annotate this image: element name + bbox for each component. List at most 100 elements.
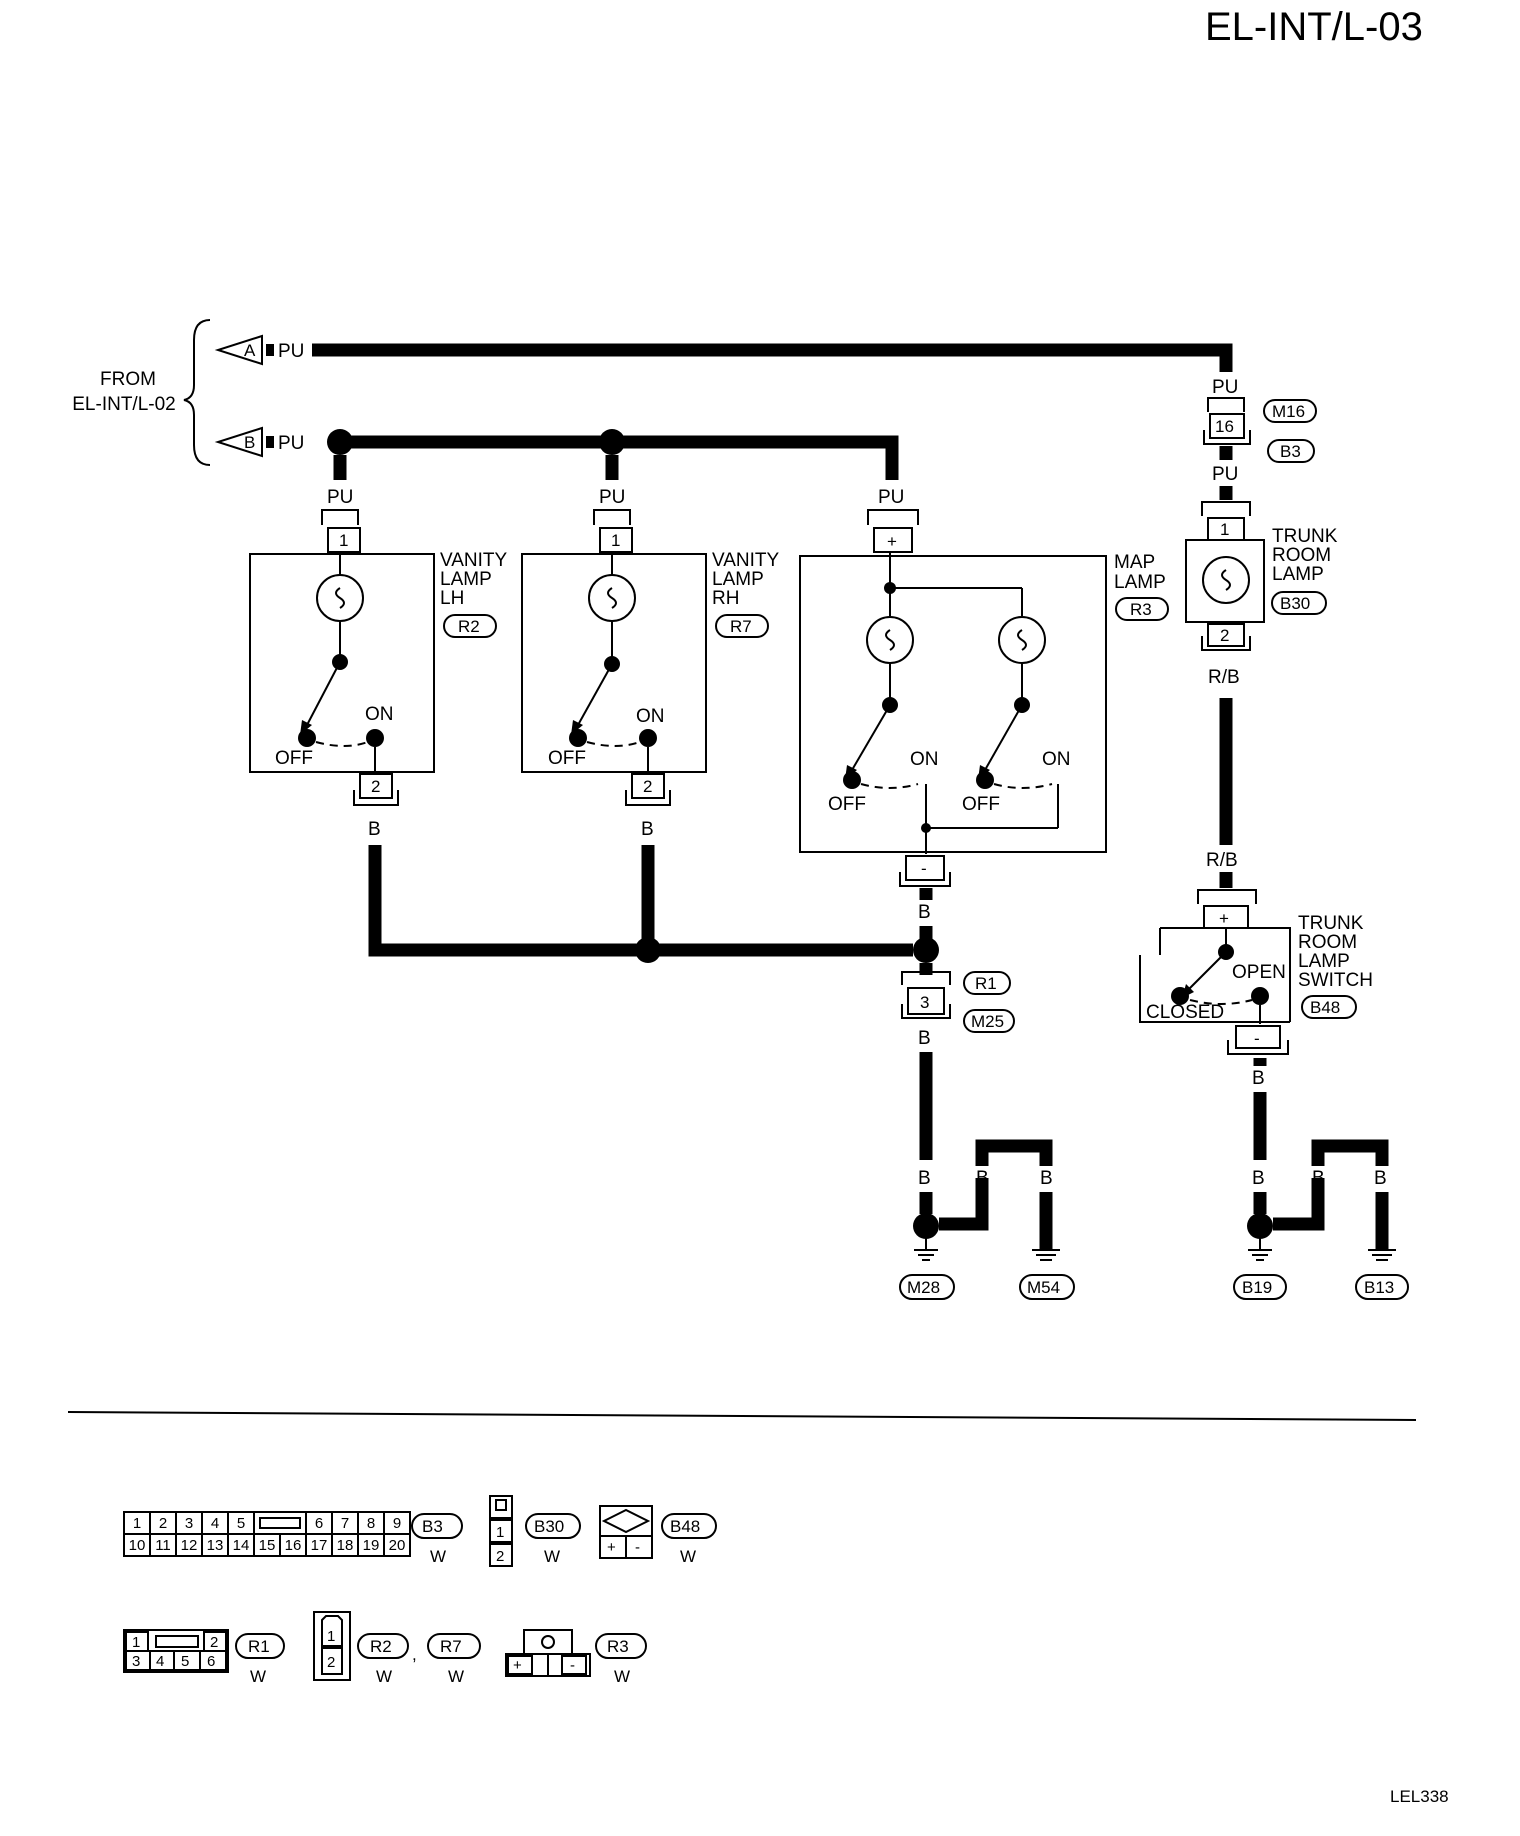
splice-m28 (913, 1213, 939, 1239)
splice-b1 (327, 429, 353, 455)
cv-b3-pin: 14 (233, 1537, 250, 1554)
splice-g1 (635, 937, 661, 963)
cv-r2-pin2: 2 (327, 1654, 335, 1671)
cv-b3-color: W (430, 1547, 446, 1566)
lh-on-label: ON (365, 704, 394, 725)
cv-r3-pin-minus: - (570, 1657, 575, 1674)
ground-m54-icon (1032, 1249, 1060, 1261)
rh-name-2: LAMP (712, 569, 764, 590)
trunk-bulb-icon (1202, 556, 1250, 604)
trunk-lamp-pin1-label: 1 (1220, 520, 1229, 539)
lh-pin2-label: 2 (371, 777, 380, 796)
cv-b3-pin: 10 (129, 1537, 146, 1554)
trunk-switch-box (1139, 927, 1291, 1023)
lh-name-2: LAMP (440, 569, 492, 590)
arrow-b-label: B (244, 433, 255, 452)
cv-b48-code: B48 (670, 1517, 700, 1536)
rh-name-3: RH (712, 588, 739, 609)
cv-b3-pin: 8 (367, 1515, 375, 1532)
cv-b3-pin: 11 (155, 1537, 171, 1554)
rh-code: R7 (730, 617, 752, 636)
cv-b3-pin: 16 (285, 1537, 302, 1554)
trunk-lamp-box (1185, 539, 1265, 623)
trunk-switch-code: B48 (1310, 998, 1340, 1017)
arrow-b-icon (214, 426, 263, 458)
map-pin-plus-label: + (887, 532, 897, 551)
conn-m25-code: M25 (971, 1012, 1004, 1031)
map-name-2: LAMP (1114, 572, 1166, 593)
ground-b13-code: B13 (1364, 1278, 1394, 1297)
lh-pin2 (359, 773, 393, 799)
map-on1-label: ON (910, 749, 939, 770)
page-code: EL-INT/L-03 (1205, 5, 1423, 49)
vanity-lamp-rh: 1 ON OFF 2 B VANITY LAMP RH R7 (521, 509, 780, 840)
cv-b48-color: W (680, 1547, 696, 1566)
map-out-color: B (918, 902, 931, 923)
rh-pin1 (599, 527, 633, 553)
trunk-switch-out-color: B (1252, 1068, 1265, 1089)
cv-r7-code: R7 (440, 1637, 462, 1656)
cv-b3-code: B3 (422, 1517, 443, 1536)
arrow-a-icon (214, 334, 263, 366)
trunk-room-lamp-switch: + OPEN CLOSED - TRUNK ROOM LAMP SWITCH B… (1139, 889, 1373, 1055)
lh-box (249, 553, 435, 773)
conn-m16-code: M16 (1272, 402, 1305, 421)
map-pin-minus-label: - (921, 859, 927, 878)
connector-view-r3: + - (505, 1629, 591, 1677)
connector-view-r1: 1 2 3 4 5 6 (123, 1629, 229, 1673)
cv-b48-pin-minus: - (635, 1539, 640, 1556)
trunk-switch-pin-plus-label: + (1219, 909, 1229, 928)
lh-off-label: OFF (275, 748, 313, 769)
m54-color-b: B (1040, 1168, 1053, 1189)
conn-m16-pin16 (1209, 413, 1245, 439)
from-label: FROM (100, 369, 156, 390)
cv-b3-pin: 20 (389, 1537, 406, 1554)
lh-name-1: VANITY (440, 550, 508, 571)
arrow-b-stub (266, 436, 274, 448)
trunk-lamp-out-color: R/B (1208, 667, 1240, 688)
trunk-switch-name-3: LAMP (1298, 951, 1350, 972)
figure-id: LEL338 (1390, 1787, 1449, 1806)
map-pin-plus (873, 527, 913, 553)
rh-box (521, 553, 707, 773)
trunk-lamp-name-3: LAMP (1272, 564, 1324, 585)
rh-off-label: OFF (548, 748, 586, 769)
map-in-color: PU (878, 487, 904, 508)
b13-color-a: B (1312, 1168, 1325, 1189)
conn-r1-code: R1 (975, 974, 997, 993)
b19-color: B (1252, 1168, 1265, 1189)
conn-r1-pin3 (907, 987, 945, 1015)
cv-b48-pin-plus: + (607, 1539, 616, 1556)
cv-b3-pin: 5 (237, 1515, 245, 1532)
ground-bus (368, 845, 913, 957)
cv-b3-bottom-cell (383, 1533, 411, 1557)
ground-m28-icon (914, 1238, 938, 1261)
trunk-lamp-code: B30 (1280, 594, 1310, 613)
cv-b30-pin2: 2 (496, 1548, 504, 1565)
cv-r3-code: R3 (607, 1637, 629, 1656)
m28-color: B (918, 1168, 931, 1189)
lh-in-color: PU (327, 487, 353, 508)
trunk-switch-pin-minus-label: - (1254, 1029, 1260, 1048)
trunk-switch-name-2: ROOM (1298, 932, 1357, 953)
trunk-lamp-pin2 (1207, 623, 1245, 647)
vanity-lamp-lh: 1 ON OFF 2 B VANITY LAMP LH R2 (249, 509, 508, 840)
lh-connector-top (321, 509, 359, 525)
trunk-lamp-name-1: TRUNK (1272, 526, 1338, 547)
lh-name-3: LH (440, 588, 464, 609)
cv-b3-pin: 6 (315, 1515, 323, 1532)
rh-in-color: PU (599, 487, 625, 508)
cv-r1-pin2: 2 (210, 1634, 218, 1651)
trunk-room-lamp: 1 2 TRUNK ROOM LAMP B30 (1185, 501, 1338, 651)
map-code: R3 (1130, 600, 1152, 619)
splice-b2 (599, 429, 625, 455)
map-box (799, 555, 1107, 853)
cv-r2r7-separator: , (412, 1645, 417, 1664)
ground-b19-icon (1248, 1238, 1272, 1261)
wire-b-color: PU (278, 433, 304, 454)
cv-r1-pin4: 4 (156, 1653, 164, 1670)
cv-r1-code: R1 (248, 1637, 270, 1656)
divider (67, 1411, 1417, 1421)
lh-pin1-label: 1 (339, 531, 348, 550)
cv-b3-pin: 15 (259, 1537, 276, 1554)
